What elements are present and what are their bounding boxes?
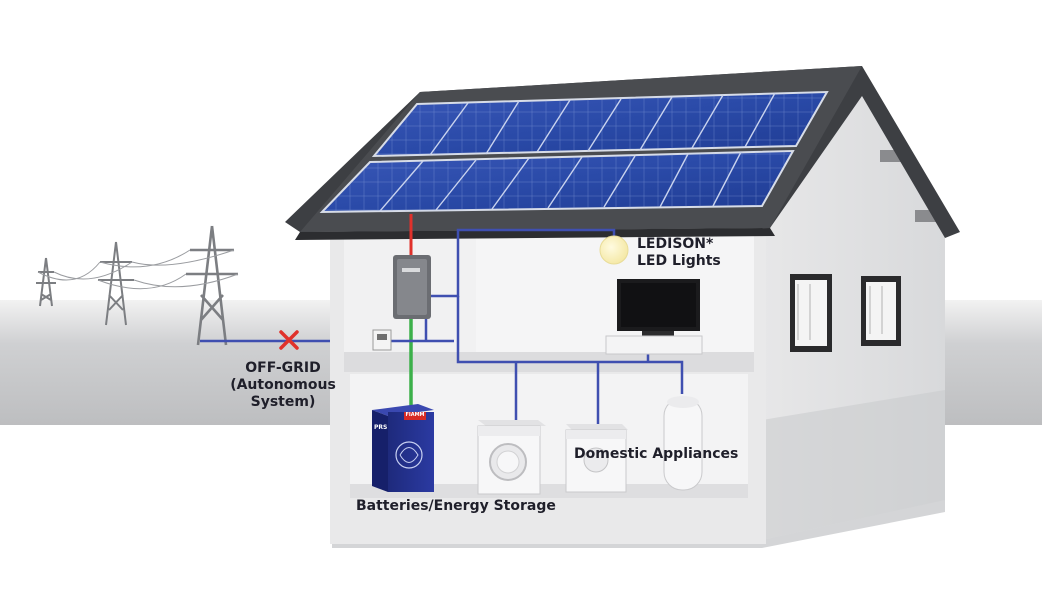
off-grid-label-line2: (Autonomous: [230, 377, 336, 393]
off-grid-label-line1: OFF-GRID: [245, 360, 321, 376]
led-lights-label: LEDISON* LED Lights: [637, 236, 721, 270]
battery-model-label: PRS: [374, 424, 388, 431]
battery-storage: [372, 404, 434, 492]
power-cables: [37, 249, 239, 290]
battery-brand-label: FIAMM: [405, 412, 425, 418]
inverter: [393, 255, 431, 319]
off-grid-label: OFF-GRID (Autonomous System): [223, 360, 343, 411]
x-mark-icon: [279, 330, 299, 350]
lower-floor: [350, 484, 748, 498]
television: [605, 279, 703, 355]
led-lights-label-line1: LEDISON*: [637, 236, 714, 252]
led-light-bulb: [599, 235, 629, 265]
batteries-label: Batteries/Energy Storage: [356, 498, 556, 514]
pylon-near: [186, 225, 238, 346]
dryer: [565, 424, 628, 493]
pylon-mid: [98, 241, 134, 326]
ac-distribution-lines: [391, 228, 684, 424]
washing-machine: [477, 420, 546, 495]
side-window-2: [861, 276, 901, 346]
domestic-appliances-label: Domestic Appliances: [574, 446, 739, 462]
power-pylon-icon: [36, 225, 239, 346]
led-lights-label-line2: LED Lights: [637, 253, 721, 269]
off-grid-label-line3: System): [250, 394, 316, 410]
pylon-far: [36, 257, 56, 307]
breaker-box: [372, 329, 392, 351]
water-heater: [663, 396, 703, 491]
side-window-1: [790, 274, 832, 352]
solar-panel-array: [319, 90, 829, 214]
